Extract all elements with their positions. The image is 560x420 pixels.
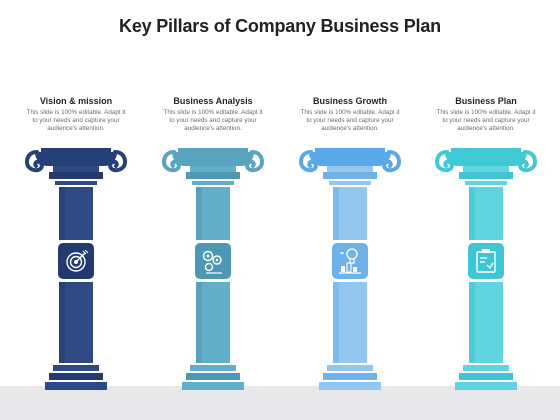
slide-title: Key Pillars of Company Business Plan	[119, 16, 441, 36]
pillar-business-growth: Business Growth This slide is 100% edita…	[287, 96, 413, 396]
pillar-description: This slide is 100% editable. Adapt it to…	[300, 109, 400, 133]
pillar-business-plan: Business Plan This slide is 100% editabl…	[423, 96, 549, 396]
pillar-description: This slide is 100% editable. Adapt it to…	[26, 109, 126, 133]
pillar-description: This slide is 100% editable. Adapt it to…	[163, 109, 263, 133]
gears-icon	[192, 240, 234, 282]
pillar-business-analysis: Business Analysis This slide is 100% edi…	[150, 96, 276, 396]
target-icon	[55, 240, 97, 282]
floor-band	[0, 386, 560, 420]
pillar-heading: Business Analysis	[173, 96, 253, 106]
pillar-heading: Business Plan	[455, 96, 517, 106]
pillar-vision-mission: Vision & mission This slide is 100% edit…	[13, 96, 139, 396]
pillar-heading: Business Growth	[312, 96, 387, 106]
idea-growth-icon	[329, 240, 371, 282]
pillar-description: This slide is 100% editable. Adapt it to…	[436, 109, 536, 133]
plan-board-icon	[465, 240, 507, 282]
pillar-heading: Vision & mission	[39, 96, 113, 106]
